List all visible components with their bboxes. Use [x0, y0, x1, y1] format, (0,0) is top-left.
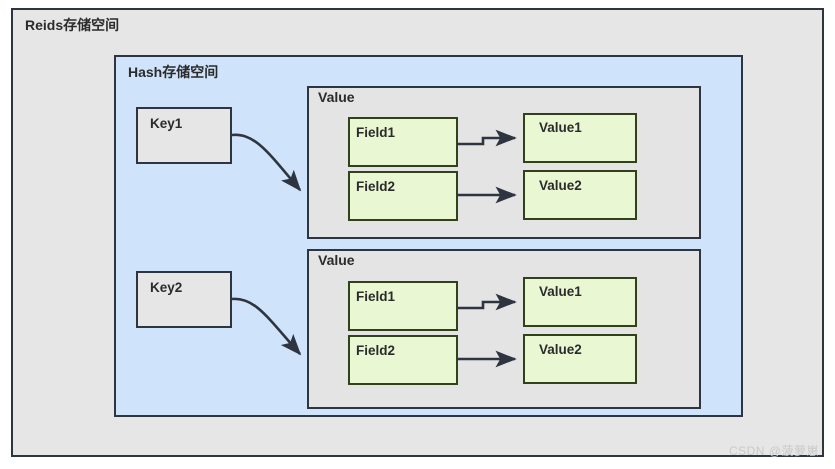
redis-storage-title: Reids存储空间 [25, 17, 120, 33]
hash-storage-title: Hash存储空间 [128, 64, 219, 80]
field-box-1-2 [348, 171, 458, 221]
value-box-1-2 [523, 170, 637, 220]
value-container-1-title: Value [318, 89, 355, 105]
watermark-text: CSDN @菠萝崽 [728, 444, 819, 458]
value-container-2-title: Value [318, 252, 355, 268]
key-box-2 [136, 271, 232, 328]
field-box-2-2 [348, 335, 458, 385]
field-box-2-1 [348, 281, 458, 331]
field-box-1-1 [348, 117, 458, 167]
value-box-2-2 [523, 334, 637, 384]
key-box-1 [136, 107, 232, 164]
value-box-2-1 [523, 277, 637, 327]
value-box-1-1 [523, 113, 637, 163]
